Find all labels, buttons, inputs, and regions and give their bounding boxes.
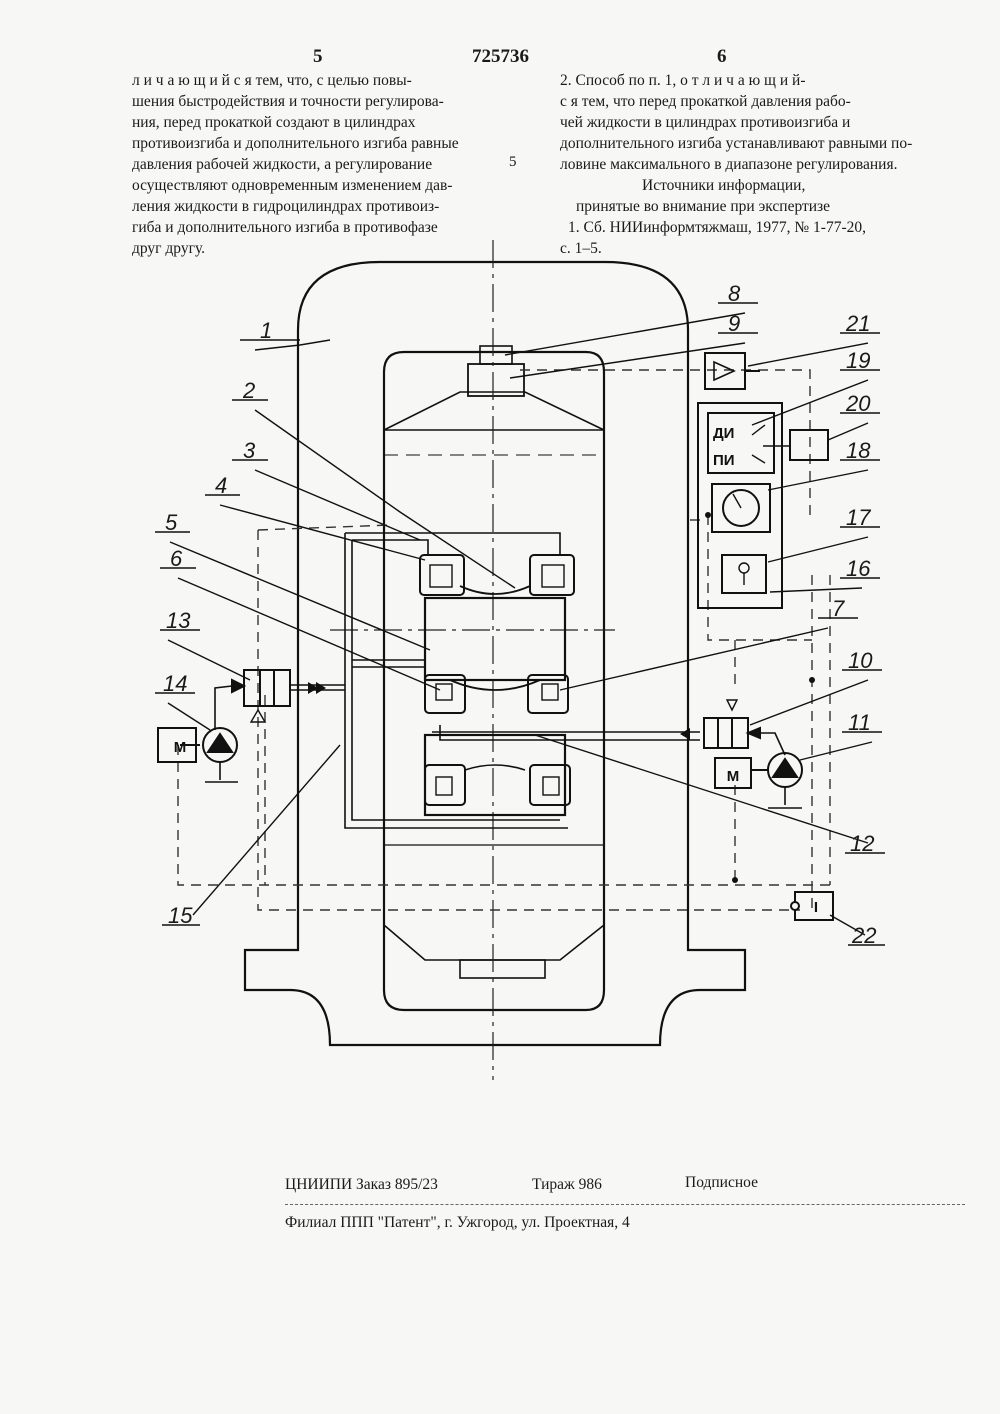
callout-11: 11	[848, 710, 871, 736]
callout-15: 15	[168, 903, 192, 929]
callout-22: 22	[852, 923, 876, 949]
pi-label: ПИ	[713, 452, 735, 469]
callout-18: 18	[846, 438, 870, 464]
callout-14: 14	[163, 671, 187, 697]
callout-4: 4	[215, 473, 227, 499]
callout-5: 5	[165, 510, 177, 536]
callout-2: 2	[243, 378, 255, 404]
footer-branch: Филиал ППП "Патент", г. Ужгород, ул. Про…	[285, 1214, 630, 1232]
callout-12: 12	[850, 831, 874, 857]
motor-label-left: М	[174, 739, 187, 756]
footer-divider	[285, 1204, 965, 1205]
callout-6: 6	[170, 546, 182, 572]
callout-10: 10	[848, 648, 872, 674]
motor-label-right: М	[727, 768, 740, 785]
sensor-label: I	[814, 899, 818, 916]
callout-16: 16	[846, 556, 870, 582]
callout-13: 13	[166, 608, 190, 634]
callout-21: 21	[846, 311, 870, 337]
callout-19: 19	[846, 348, 870, 374]
stand-housing	[245, 262, 745, 1045]
callout-9: 9	[728, 311, 740, 337]
footer-circulation: Тираж 986	[532, 1176, 602, 1194]
callout-7: 7	[832, 596, 844, 622]
footer-order: ЦНИИПИ Заказ 895/23	[285, 1176, 438, 1194]
callout-20: 20	[846, 391, 870, 417]
callout-3: 3	[243, 438, 255, 464]
callout-1: 1	[260, 318, 272, 344]
footer-subscription: Подписное	[685, 1174, 758, 1192]
callout-17: 17	[846, 505, 870, 531]
di-label: ДИ	[713, 425, 734, 442]
callout-8: 8	[728, 281, 740, 307]
